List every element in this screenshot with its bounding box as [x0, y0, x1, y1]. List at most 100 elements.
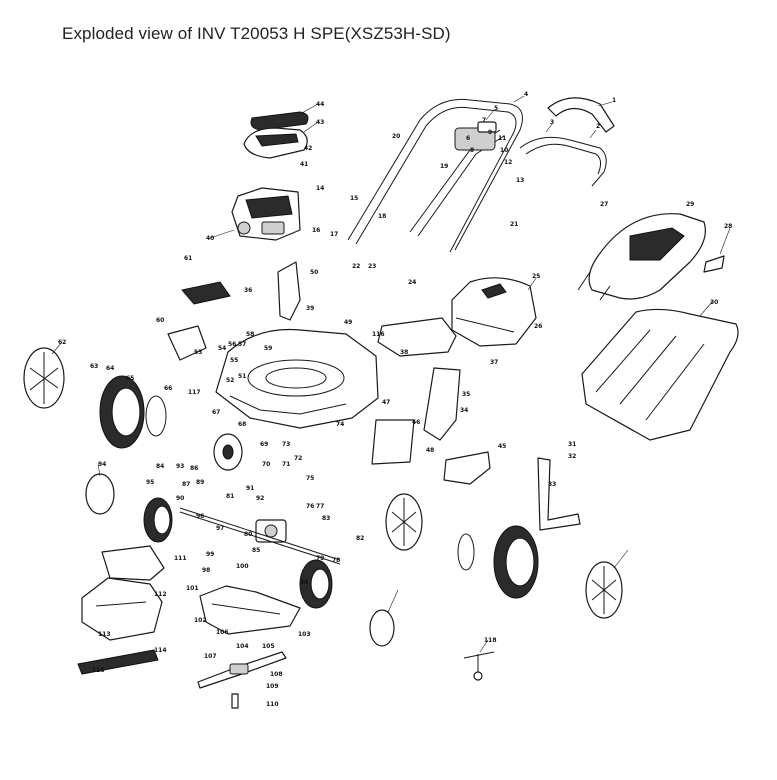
blade	[197, 651, 287, 689]
callout-81: 81	[226, 493, 234, 500]
callout-28: 28	[724, 223, 732, 230]
callout-54: 54	[218, 345, 226, 352]
callout-94: 94	[98, 461, 106, 468]
callout-42: 42	[304, 145, 312, 152]
callout-108: 108	[270, 671, 283, 678]
pulley	[213, 433, 243, 471]
callout-59: 59	[264, 345, 272, 352]
bag-flap	[703, 255, 725, 273]
callout-114: 114	[154, 647, 167, 654]
callout-13: 13	[516, 177, 524, 184]
callout-79: 79	[316, 555, 324, 562]
callout-101: 101	[186, 585, 199, 592]
front-right-wheel-cap	[369, 609, 395, 647]
rear-axle-plate	[377, 317, 457, 357]
callout-87: 87	[182, 481, 190, 488]
callout-116: 116	[372, 331, 385, 338]
callout-48: 48	[426, 447, 434, 454]
callout-78: 78	[332, 557, 340, 564]
blade-housing	[81, 577, 163, 641]
callout-23: 23	[368, 263, 376, 270]
callout-93: 93	[176, 463, 184, 470]
side-discharge-plate	[443, 451, 491, 485]
callout-60: 60	[156, 317, 164, 324]
callout-89: 89	[196, 479, 204, 486]
gear-ring	[145, 395, 167, 437]
callout-45: 45	[498, 443, 506, 450]
callout-3: 3	[550, 119, 554, 126]
tool-wrench	[463, 651, 495, 681]
callout-9: 9	[488, 129, 492, 136]
callout-92: 92	[256, 495, 264, 502]
right-gear-ring	[457, 533, 475, 571]
callout-105: 105	[262, 643, 275, 650]
upper-handle	[347, 98, 523, 253]
callout-76: 76	[306, 503, 314, 510]
callout-98: 98	[202, 567, 210, 574]
callout-97: 97	[216, 525, 224, 532]
callout-26: 26	[534, 323, 542, 330]
callout-1: 1	[612, 97, 616, 104]
callout-58: 58	[246, 331, 254, 338]
callout-74: 74	[336, 421, 344, 428]
callout-36: 36	[244, 287, 252, 294]
side-flap	[371, 419, 415, 465]
callout-18: 18	[378, 213, 386, 220]
callout-107: 107	[204, 653, 217, 660]
callout-30: 30	[710, 299, 718, 306]
callout-51: 51	[238, 373, 246, 380]
callout-55: 55	[230, 357, 238, 364]
callout-61: 61	[184, 255, 192, 262]
air-filter	[181, 281, 231, 305]
callout-53: 53	[194, 349, 202, 356]
callout-24: 24	[408, 279, 416, 286]
front-left-wheel-cap	[85, 473, 115, 515]
callout-7: 7	[482, 117, 486, 124]
engine	[231, 187, 301, 241]
blade-housing-cover	[101, 545, 165, 581]
callout-118: 118	[484, 637, 497, 644]
left-wheel-cap	[23, 347, 65, 409]
callout-15: 15	[350, 195, 358, 202]
callout-56: 56	[228, 341, 236, 348]
callout-110: 110	[266, 701, 279, 708]
callout-34: 34	[460, 407, 468, 414]
gearbox	[255, 519, 287, 543]
callout-47: 47	[382, 399, 390, 406]
callout-90: 90	[176, 495, 184, 502]
engine-cover	[243, 127, 308, 159]
callout-27: 27	[600, 201, 608, 208]
callout-6: 6	[466, 135, 470, 142]
drive-axle	[179, 507, 341, 565]
callout-14: 14	[316, 185, 324, 192]
callout-109: 109	[266, 683, 279, 690]
right-rear-wheel	[493, 525, 539, 599]
callout-17: 17	[330, 231, 338, 238]
blade-adapter	[199, 585, 301, 635]
callout-50: 50	[310, 269, 318, 276]
callout-91: 91	[246, 485, 254, 492]
callout-67: 67	[212, 409, 220, 416]
callout-83: 83	[322, 515, 330, 522]
callout-82: 82	[356, 535, 364, 542]
callout-5: 5	[494, 105, 498, 112]
right-wheel-cap	[585, 561, 623, 619]
blade-bar	[77, 649, 159, 675]
callout-69: 69	[260, 441, 268, 448]
bolt	[231, 693, 239, 709]
callout-95: 95	[146, 479, 154, 486]
grass-bag	[581, 308, 739, 441]
height-adjust-bracket	[277, 261, 301, 321]
callout-68: 68	[238, 421, 246, 428]
callout-104: 104	[236, 643, 249, 650]
leader-lines	[51, 95, 731, 653]
callout-32: 32	[568, 453, 576, 460]
callout-33: 33	[548, 481, 556, 488]
callout-70: 70	[262, 461, 270, 468]
callout-71: 71	[282, 461, 290, 468]
callout-21: 21	[510, 221, 518, 228]
bail-lever	[519, 136, 607, 187]
mower-deck	[215, 328, 379, 429]
rear-guard	[451, 277, 537, 347]
